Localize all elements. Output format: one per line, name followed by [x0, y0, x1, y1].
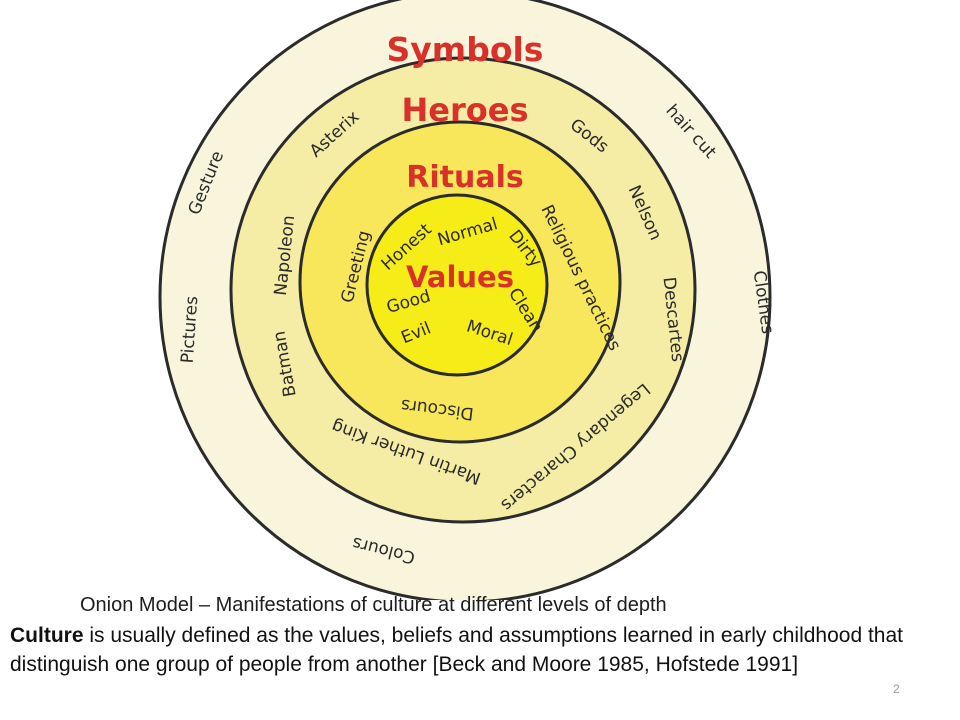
layer-label-rituals: Rituals — [406, 160, 523, 195]
onion-model-diagram: Symbols Heroes Rituals Values Gesture ha… — [158, 0, 777, 600]
slide-number: 2 — [893, 682, 900, 696]
layer-label-heroes: Heroes — [402, 91, 529, 129]
culture-term: Culture — [10, 624, 84, 647]
culture-definition-text: is usually defined as the values, belief… — [10, 624, 904, 676]
layer-label-values: Values — [406, 260, 514, 294]
diagram-caption: Onion Model – Manifestations of culture … — [80, 594, 667, 616]
culture-definition: Culture is usually defined as the values… — [10, 621, 940, 679]
values-core — [365, 193, 549, 377]
layer-label-symbols: Symbols — [387, 30, 544, 69]
symbols-item: Pictures — [178, 295, 203, 364]
